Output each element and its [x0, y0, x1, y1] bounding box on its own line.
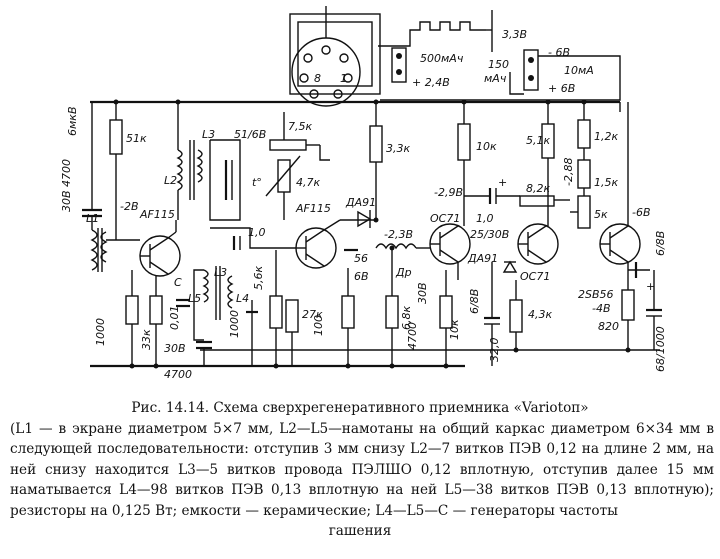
label-51-6v: 51/6В — [234, 128, 266, 141]
figure-caption: Рис. 14.14. Схема сверхрегенеративного п… — [0, 398, 720, 542]
label-3-3k: 3,3к — [386, 142, 410, 155]
label-30v-4700: 30В 4700 — [60, 159, 73, 212]
label-30v: 30В — [416, 282, 429, 304]
label-2sb56: 2SB56 — [578, 288, 614, 301]
label-minus-6v: - 6В — [548, 46, 570, 59]
label-6-8v-b: 6/8В — [654, 231, 667, 256]
label-c: С — [174, 276, 182, 289]
pin-1-label: 1 — [340, 72, 347, 85]
label-30v-b: 30В — [164, 342, 186, 355]
label-l1: L1 — [86, 212, 99, 225]
label-t-deg: t° — [252, 176, 262, 189]
label-af115-b: AF115 — [295, 202, 331, 215]
label-6v: 6В — [354, 270, 369, 283]
label-5-6k: 5,6к — [252, 266, 265, 290]
label-4700-c: 4700 — [164, 368, 192, 381]
label-oc71-b: ОС71 — [520, 270, 550, 283]
label-25-30v: 25/30В — [470, 228, 509, 241]
label-8-2k: 8,2к — [526, 182, 550, 195]
label-minus-2-9v: -2,9В — [434, 186, 463, 199]
label-minus-4v: -4В — [592, 302, 611, 315]
label-10k-b: 10к — [448, 319, 461, 340]
label-5-1k: 5,1к — [526, 134, 550, 147]
label-56: 56 — [354, 252, 368, 265]
label-af115-a: AF115 — [139, 208, 175, 221]
label-1000-b: 1000 — [228, 310, 241, 338]
label-1-0-a: 1,0 — [248, 226, 266, 239]
label-minus-2-3v: -2,3В — [384, 228, 413, 241]
label-2v4: + 2,4В — [412, 76, 450, 89]
label-27k: 27к — [302, 308, 323, 321]
receiver-schematic: 8 1 3,3В 500мАч + 2,4В 150 мАч - 6В 10мА… — [60, 6, 667, 381]
label-820: 820 — [598, 320, 619, 333]
label-7-5k: 7,5к — [288, 120, 312, 133]
label-68-1000: 68/1000 — [654, 326, 667, 372]
label-3v3: 3,3В — [502, 28, 527, 41]
label-51k: 51к — [126, 132, 147, 145]
label-da91-b: ДА91 — [467, 252, 498, 265]
label-1000-a: 1000 — [94, 318, 107, 346]
label-32-0: 32,0 — [488, 338, 501, 363]
label-1-2k: 1,2к — [594, 130, 618, 143]
label-l3: L3 — [202, 128, 215, 141]
label-minus-6v-b: -6В — [632, 206, 651, 219]
plus-sign-b: + — [646, 280, 655, 293]
caption-last-line: гашения — [328, 523, 392, 539]
label-4-7k: 4,7к — [296, 176, 320, 189]
label-l4: L4 — [236, 292, 249, 305]
label-6mkv: 6мкВ — [66, 107, 79, 137]
label-6-8v: 6/8В — [468, 289, 481, 314]
label-minus-2-88: -2,88 — [562, 158, 575, 186]
label-da91-a: ДА91 — [345, 196, 376, 209]
pin-8-label: 8 — [314, 72, 321, 85]
label-33k: 33к — [140, 329, 153, 350]
label-plus-6v: + 6В — [548, 82, 575, 95]
label-10k: 10к — [476, 140, 497, 153]
plus-sign-a: + — [498, 176, 507, 189]
label-100: 100 — [312, 315, 325, 336]
label-oc71-a: ОС71 — [430, 212, 460, 225]
connector-socket — [289, 6, 381, 107]
label-150: 150 — [488, 58, 509, 71]
label-4-3k: 4,3к — [528, 308, 552, 321]
label-6-8k: 6,8к — [400, 306, 413, 330]
label-dr: Др — [395, 266, 412, 279]
label-1-0-b: 1,0 — [476, 212, 494, 225]
label-5k: 5к — [594, 208, 608, 221]
caption-body: (L1 — в экране диаметром 5×7 мм, L2—L5—н… — [10, 420, 714, 519]
label-minus-2v: -2В — [120, 200, 139, 213]
label-l2: L2 — [164, 174, 177, 187]
label-0-01: 0,01 — [168, 306, 181, 331]
label-10ma: 10мА — [564, 64, 594, 77]
caption-title: Рис. 14.14. Схема сверхрегенеративного п… — [131, 400, 589, 416]
label-500mah: 500мАч — [420, 52, 464, 65]
label-mah: мАч — [484, 72, 507, 85]
label-1-5k: 1,5к — [594, 176, 618, 189]
label-4700-b: 4700 — [406, 322, 419, 350]
